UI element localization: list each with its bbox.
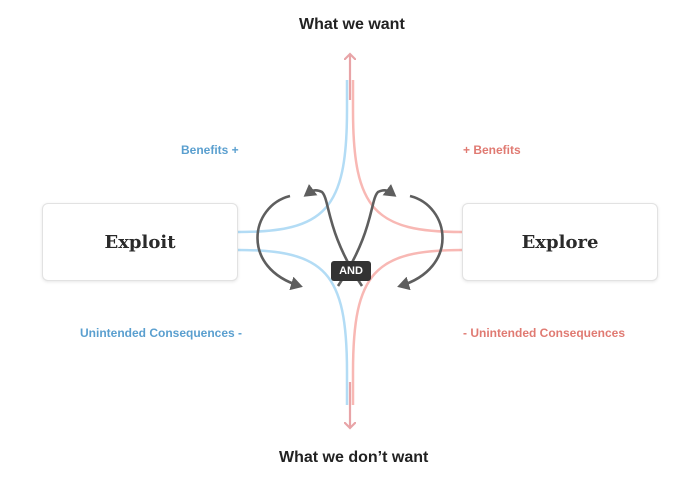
and-badge: AND bbox=[331, 261, 371, 281]
explore-benefits-label: + Benefits bbox=[463, 143, 521, 157]
exploit-benefits-label: Benefits + bbox=[181, 143, 239, 157]
exploit-loop-top-arrow bbox=[303, 183, 364, 287]
want-label: What we want bbox=[299, 16, 405, 33]
dont-want-label: What we don’t want bbox=[279, 449, 429, 466]
exploit-box: Exploit bbox=[42, 203, 238, 281]
explore-upper-curve bbox=[351, 80, 463, 234]
exploit-lower-curve bbox=[237, 248, 349, 405]
exploit-loop-bottom-arrow bbox=[256, 194, 303, 291]
exploit-upper-curve bbox=[237, 80, 349, 234]
explore-consequences-label: - Unintended Consequences bbox=[463, 326, 626, 340]
explore-loop-top-arrow bbox=[336, 183, 397, 287]
exploit-consequences-label: Unintended Consequences - bbox=[80, 326, 243, 340]
explore-box: Explore bbox=[462, 203, 658, 281]
explore-lower-curve bbox=[351, 248, 463, 405]
explore-loop-bottom-arrow bbox=[397, 194, 444, 291]
